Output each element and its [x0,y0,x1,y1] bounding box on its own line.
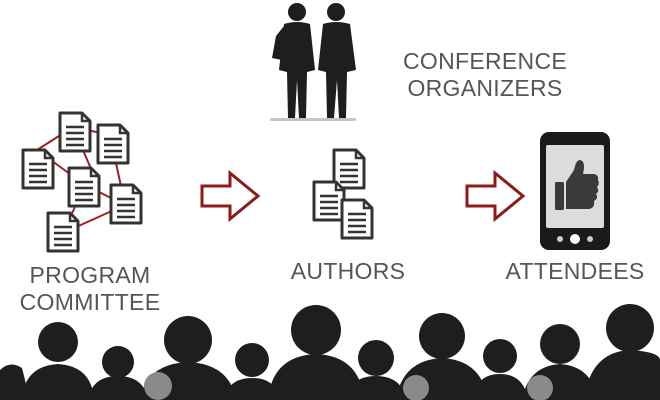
organizers-label-line1: CONFERENCE [402,48,567,74]
organizers-people-icon [270,3,356,121]
organizers-label-line2: ORGANIZERS [407,75,563,101]
thumbs-up-icon [555,160,599,210]
arrow-right-icon-2 [465,169,526,223]
authors-label: AUTHORS [290,258,406,284]
organizers-label: CONFERENCE ORGANIZERS [385,48,585,102]
program-committee-label: PROGRAM COMMITTEE [0,262,180,316]
smartphone-thumbs-up-icon [540,132,610,250]
document-stack-icon [312,148,374,240]
attendees-label: ATTENDEES [505,258,645,284]
program-committee-label-line2: COMMITTEE [19,289,161,315]
arrow-right-icon-1 [200,169,261,223]
audience-silhouette-icon [0,304,660,400]
document-network-icon [21,111,143,253]
program-committee-label-line1: PROGRAM [29,262,151,288]
